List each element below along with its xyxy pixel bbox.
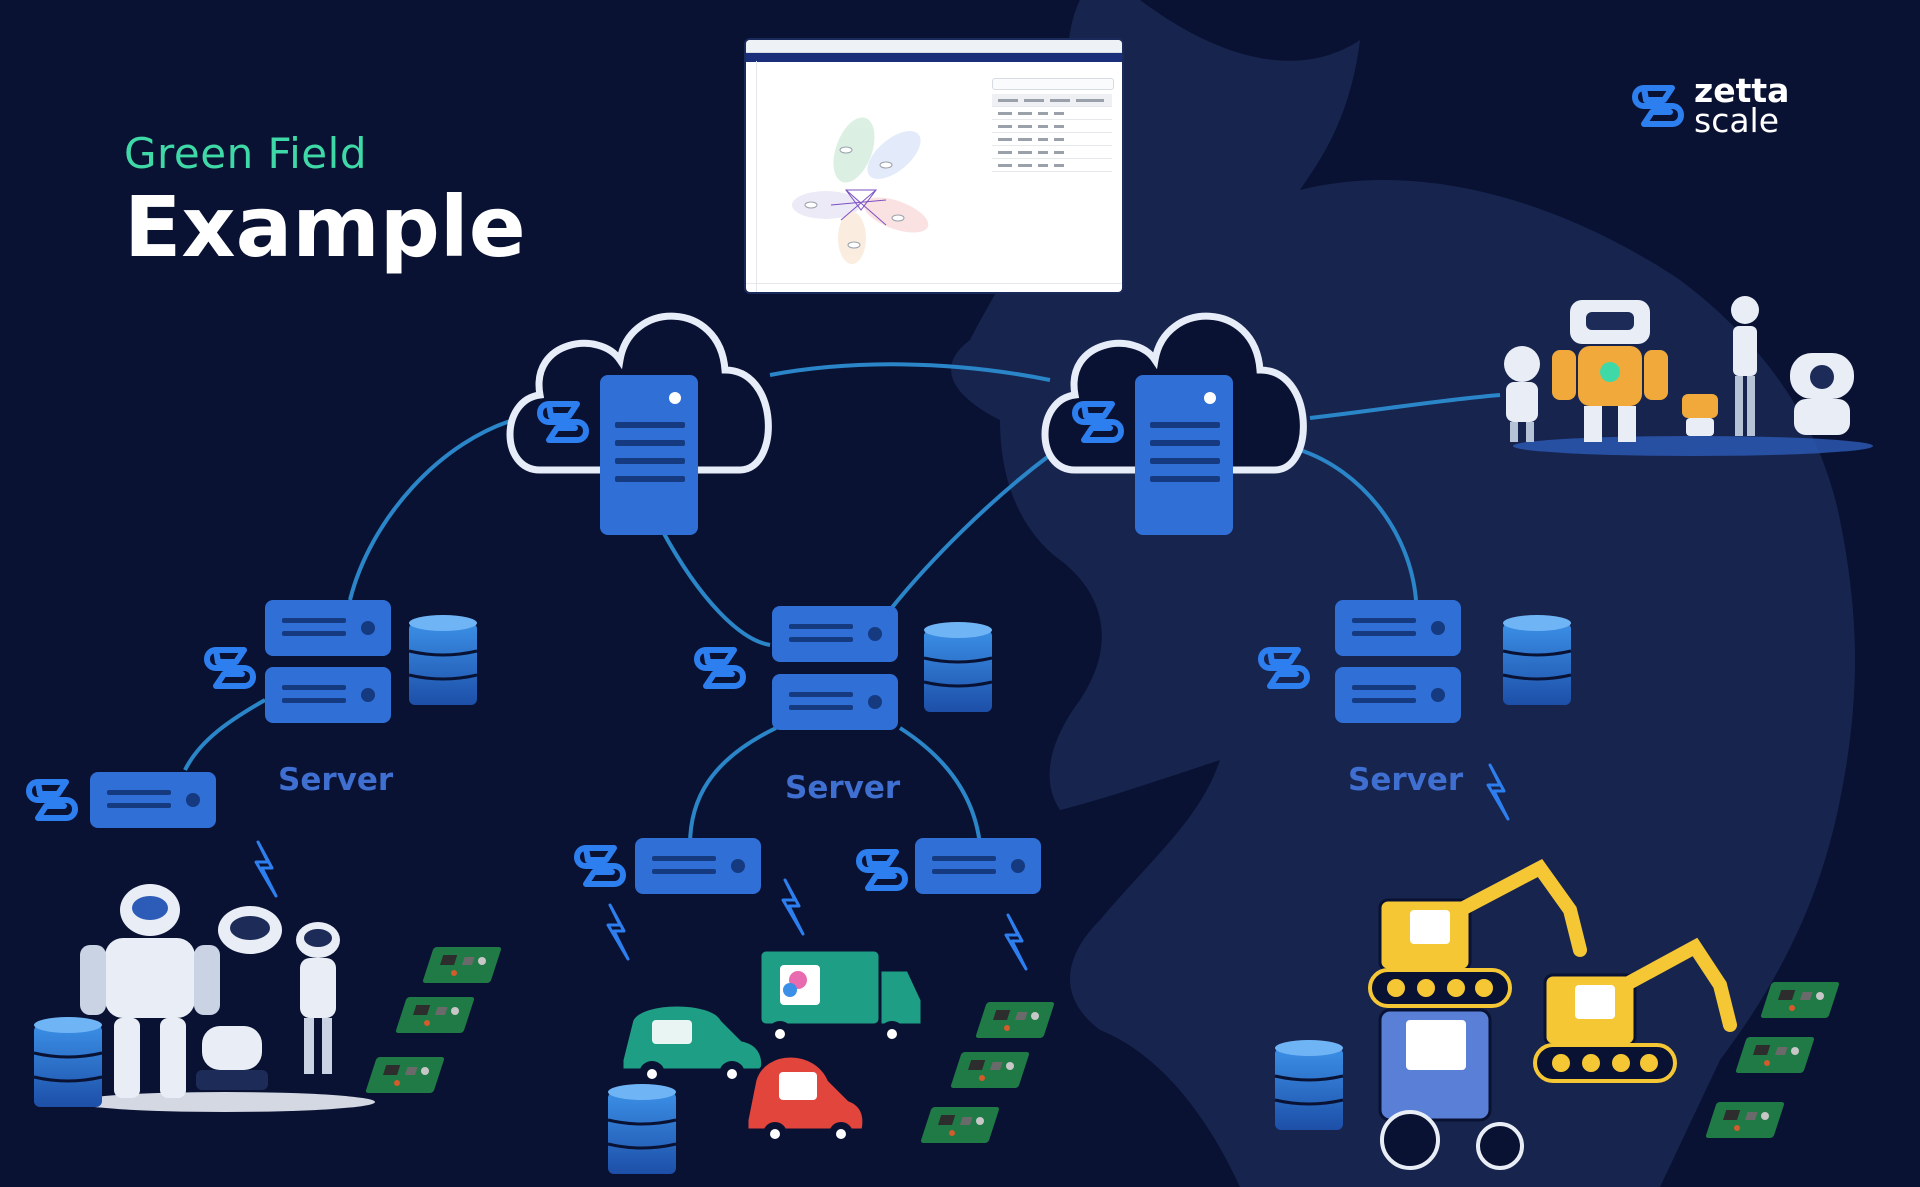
database-icon — [1273, 1038, 1345, 1132]
link-server-center-edge-left — [688, 726, 777, 846]
brand-line-1: zetta — [1694, 71, 1790, 110]
cloud-server-icon — [1041, 312, 1307, 535]
circuit-board-icon — [365, 947, 502, 1093]
cloud-server-icon — [506, 312, 772, 535]
car-icon — [745, 1054, 866, 1146]
network-links — [183, 362, 1501, 846]
app-screenshot-thumbnail — [746, 40, 1122, 292]
link-server-left-edge — [183, 698, 266, 771]
app-navbar — [746, 53, 1122, 62]
truck-icon — [758, 948, 924, 1047]
app-sidebar — [746, 61, 757, 292]
edge-server-left — [29, 772, 216, 828]
excavator-icon — [1533, 937, 1737, 1083]
mini-footer — [746, 283, 1122, 292]
title-block: Green Field Example — [124, 129, 526, 276]
robot-group-icon — [32, 884, 375, 1112]
title-subtitle: Green Field — [124, 129, 367, 178]
car-icon — [620, 1003, 765, 1087]
link-server-center-edge-right — [898, 726, 982, 846]
title-heading: Example — [124, 178, 526, 276]
link-cloud2-robots — [1309, 393, 1501, 420]
zettascale-logo-icon — [1632, 80, 1684, 132]
server-stack-center — [697, 606, 994, 730]
server-label-right: Server — [1348, 762, 1464, 798]
server-label-left: Server — [278, 762, 394, 798]
excavator-icon — [1368, 858, 1587, 1008]
edge-server-center-right — [859, 838, 1041, 894]
tractor-icon — [1378, 1008, 1524, 1170]
browser-toolbar — [746, 40, 1122, 53]
mini-search-input — [992, 78, 1114, 90]
link-cloud1-server-left — [348, 416, 521, 601]
mini-topology-map — [792, 117, 929, 264]
brand-line-2: scale — [1694, 101, 1780, 140]
background-silhouette — [951, 0, 1855, 1187]
link-cloud2-server-right — [1299, 448, 1418, 601]
server-label-center: Server — [785, 770, 901, 806]
edge-server-center-left — [577, 838, 761, 894]
circuit-board-icon — [920, 1002, 1055, 1143]
brand-wordmark: zetta scale — [1694, 71, 1790, 140]
server-stack-left — [207, 600, 479, 723]
brand-logo: zetta scale — [1632, 71, 1790, 140]
mini-table — [992, 94, 1112, 172]
link-cloud2-server-center — [888, 453, 1052, 612]
link-cloud1-cloud2 — [769, 362, 1051, 382]
link-cloud1-server-center — [660, 529, 771, 647]
database-icon — [606, 1082, 678, 1176]
robot-group-icon — [1504, 296, 1873, 456]
